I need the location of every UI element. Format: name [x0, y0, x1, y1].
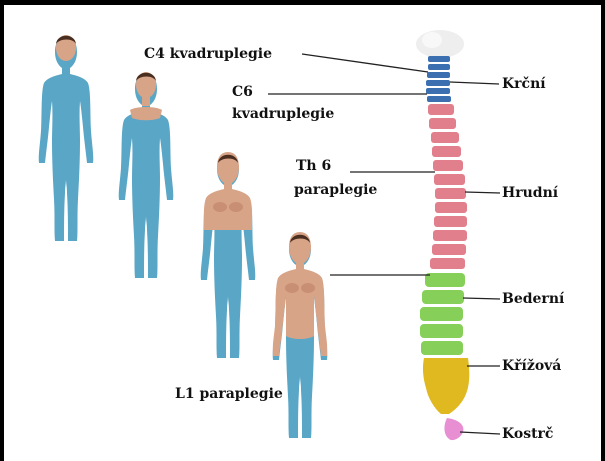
coccyx	[444, 418, 463, 440]
figure-l1	[273, 232, 328, 438]
label-region-bederni: Bederní	[502, 289, 564, 309]
spine-illustration	[416, 30, 469, 440]
figure-c6	[119, 72, 174, 278]
label-th6-paraplegie: paraplegie	[294, 180, 377, 200]
sacrum	[423, 358, 469, 414]
thoracic-vertebrae	[428, 104, 467, 269]
label-region-krcni: Krční	[502, 74, 546, 94]
label-region-hrudni: Hrudní	[502, 183, 558, 203]
label-th6: Th 6	[296, 156, 331, 176]
label-l1-paraplegie: L1 paraplegie	[175, 384, 283, 404]
label-region-kostrc: Kostrč	[502, 424, 553, 444]
lumbar-vertebrae	[420, 273, 465, 355]
cervical-vertebrae	[426, 56, 451, 102]
label-c4-kvadruplegie: C4 kvadruplegie	[144, 44, 272, 64]
figure-th6	[201, 152, 256, 358]
label-c6-kvadruplegie: kvadruplegie	[232, 104, 334, 124]
figure-c4	[39, 35, 94, 241]
label-region-krizova: Křížová	[502, 356, 561, 376]
label-c6: C6	[232, 82, 253, 102]
